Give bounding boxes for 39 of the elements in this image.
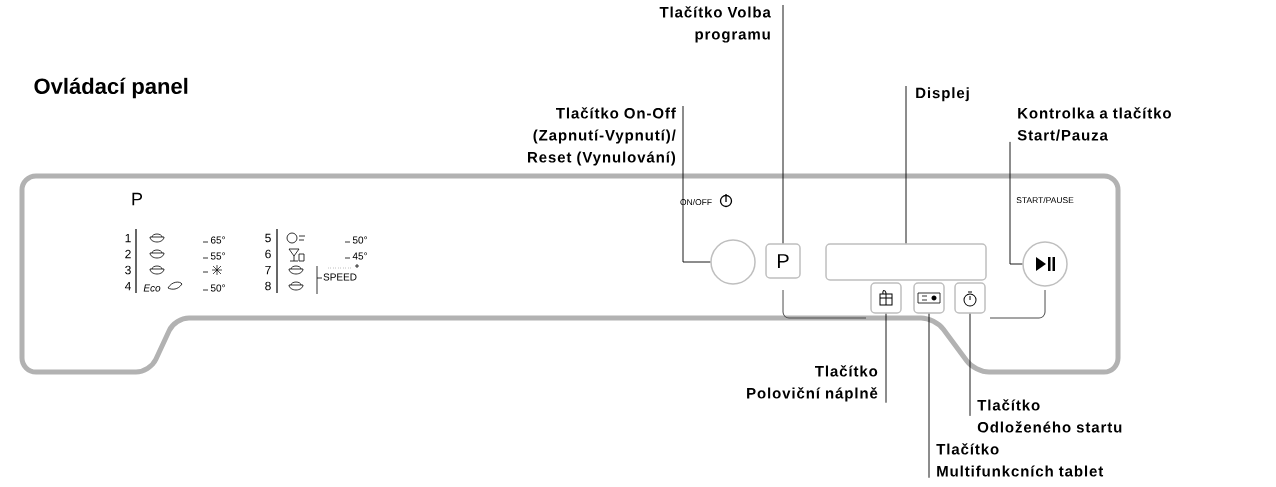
temperature-text: 45° (352, 252, 367, 260)
callout-text: Tlačítko On-Off (Zapnutí-Vypnutí)/ Reset (Vynulování) (528, 107, 676, 166)
temperature-text: 50° (210, 284, 225, 292)
program-letter: P (132, 192, 143, 206)
program-number: 8 (265, 281, 271, 291)
leader-line (682, 105, 711, 263)
leader-line (885, 313, 887, 404)
program-number: 5 (265, 233, 271, 243)
callout-text: Tlačítko Odloženého startu (977, 399, 1122, 433)
speed-text: SPEED (323, 273, 357, 281)
button-label: ON/OFF (680, 198, 712, 206)
callout-text: Tlačítko Volba programu (659, 6, 771, 43)
leader-line (1009, 141, 1023, 265)
button-label: START/PAUSE (1016, 196, 1074, 204)
temperature-text: 50° (352, 236, 367, 244)
half-load-button (870, 282, 902, 314)
temperature-text: 55° (210, 252, 225, 260)
leader-line (782, 4, 784, 244)
eco-text: Eco (143, 284, 161, 292)
program-number: 4 (124, 281, 131, 291)
temperature-text: 65° (210, 236, 225, 244)
program-button: P (765, 243, 801, 279)
title: Ovládací panel (34, 77, 188, 99)
callout-text: Tlačítko Poloviční náplně (747, 365, 878, 402)
program-number: 7 (265, 265, 271, 275)
callout-text: Tlačítko Multifunkcních tablet (936, 443, 1104, 477)
start-button (1022, 241, 1068, 287)
delay-button (954, 282, 986, 314)
callout-text: Kontrolka a tlačítko Start/Pauza (1017, 107, 1171, 141)
display-screen (825, 243, 987, 281)
program-number: 1 (125, 233, 131, 243)
callout-text: Displej (916, 87, 969, 102)
program-number: 6 (265, 249, 271, 259)
leader-line (905, 85, 907, 244)
leader-line (969, 313, 971, 417)
tablet-button (913, 282, 945, 314)
program-number: 3 (125, 265, 131, 275)
program-number: 2 (125, 249, 131, 259)
button-circle (710, 239, 756, 285)
